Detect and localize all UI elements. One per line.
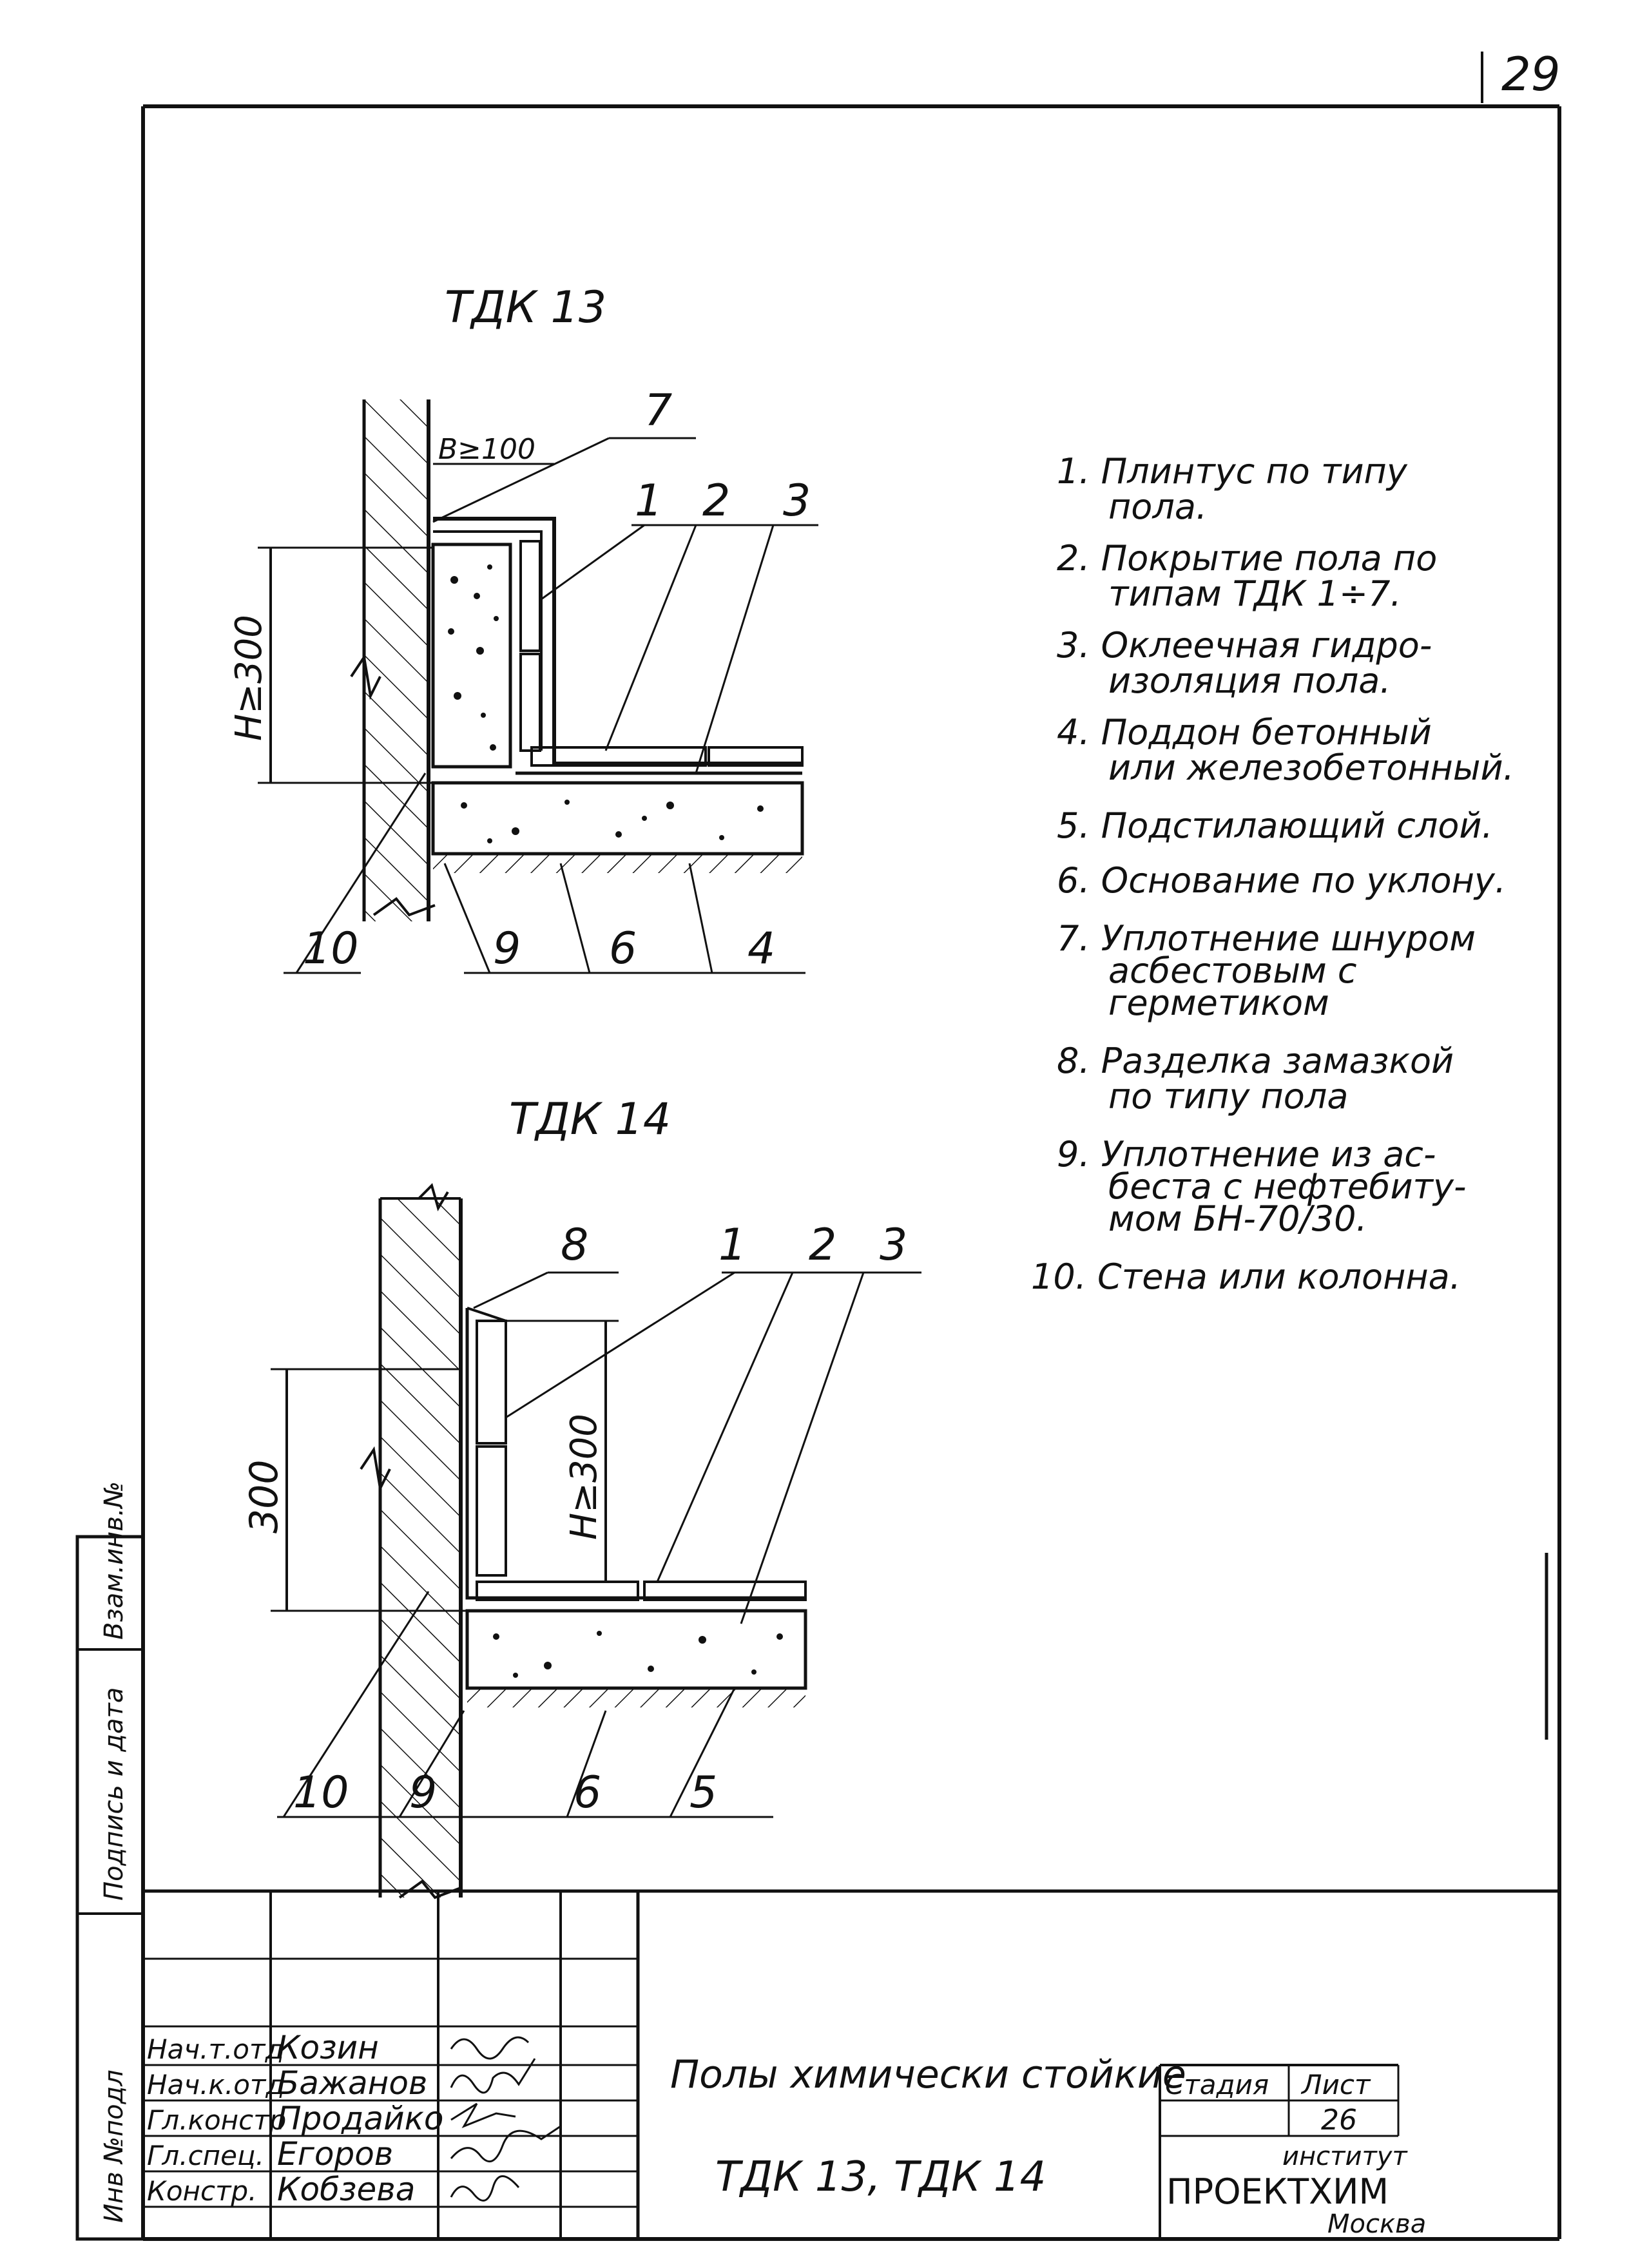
tdk14-callout-5: 5: [689, 1767, 717, 1818]
tdk14-callout-8: 8: [561, 1220, 588, 1271]
tdk13-callout-10: 10: [303, 923, 359, 974]
tdk13-callout-1: 1: [635, 476, 662, 526]
tdk14-dim-300: 300: [242, 1459, 287, 1533]
tdk14-dim-h: Н≥300: [563, 1414, 605, 1540]
legend-item-3: 3. Оклеечная гидро-изоляция пола.: [1057, 625, 1432, 701]
tb-name-2: Бажанов: [277, 2064, 427, 2102]
tdk13-callout-9: 9: [493, 923, 521, 974]
tb-role-4: Гл.спец.: [147, 2140, 264, 2171]
stamp-vzam-inv: Взам.инв.№: [99, 1481, 129, 1640]
tb-org-line2: ПРОЕКТХИМ: [1166, 2171, 1389, 2212]
tb-sheet-value: 26: [1321, 2104, 1357, 2137]
tb-name-3: Продайко: [277, 2100, 443, 2137]
tb-role-1: Нач.т.отд: [147, 2033, 284, 2065]
tdk13-callout-3: 3: [783, 476, 811, 526]
tdk14-callout-2: 2: [809, 1220, 836, 1271]
tb-role-5: Констр.: [147, 2175, 257, 2207]
tb-name-4: Егоров: [277, 2135, 393, 2173]
tdk13-callout-2: 2: [702, 476, 730, 526]
legend-item-6: 6. Основание по уклону.: [1057, 860, 1506, 901]
legend-item-10: 10. Стена или колонна.: [1031, 1256, 1461, 1297]
legend-item-9: 9. Уплотнение из ас-беста с нефтебиту-мо…: [1057, 1134, 1466, 1239]
tdk14-callout-6: 6: [574, 1767, 601, 1818]
signatures: [450, 2036, 561, 2202]
tdk14-callout-3: 3: [880, 1220, 907, 1271]
legend-item-5: 5. Подстилающий слой.: [1057, 805, 1493, 846]
tb-org-line3: Москва: [1327, 2209, 1426, 2239]
detail-tdk13: ТДК 13: [228, 282, 818, 974]
tdk14-callout-1: 1: [718, 1220, 746, 1271]
tdk13-dim-h: Н≥300: [228, 615, 270, 741]
page-number: 29: [1501, 47, 1561, 101]
tb-title-line1: Полы химически стойкие: [670, 2052, 1186, 2097]
side-stamp-strip: Взам.инв.№ Подпись и дата Инв №подл: [75, 1481, 145, 2241]
tdk14-callout-9: 9: [409, 1767, 437, 1818]
tdk13-callout-7: 7: [644, 385, 672, 436]
detail-tdk14: ТДК 14 300 Н≥300: [242, 1094, 921, 1899]
tb-name-1: Козин: [277, 2029, 379, 2066]
stamp-podpis-data: Подпись и дата: [99, 1687, 129, 1901]
tb-role-3: Гл.констр: [147, 2104, 286, 2136]
tdk13-dim-b: В≥100: [438, 433, 535, 466]
tb-role-2: Нач.к.отд: [147, 2069, 284, 2100]
tdk13-callout-6: 6: [609, 923, 637, 974]
tdk13-title: ТДК 13: [445, 282, 606, 333]
tdk14-callout-10: 10: [293, 1767, 349, 1818]
tb-stage-label: Стадия: [1165, 2069, 1269, 2100]
tb-title-line2: ТДК 13, ТДК 14: [715, 2153, 1046, 2201]
title-block: Нач.т.отд Козин Нач.к.отд Бажанов Гл.кон…: [143, 1889, 1559, 2239]
tb-org-line1: институт: [1282, 2142, 1408, 2171]
tb-name-5: Кобзева: [277, 2171, 415, 2208]
tdk14-title: ТДК 14: [509, 1094, 671, 1145]
stamp-inv-podl: Инв №подл: [99, 2070, 129, 2223]
tdk13-callout-4: 4: [747, 923, 775, 974]
tb-sheet-label: Лист: [1300, 2069, 1371, 2100]
